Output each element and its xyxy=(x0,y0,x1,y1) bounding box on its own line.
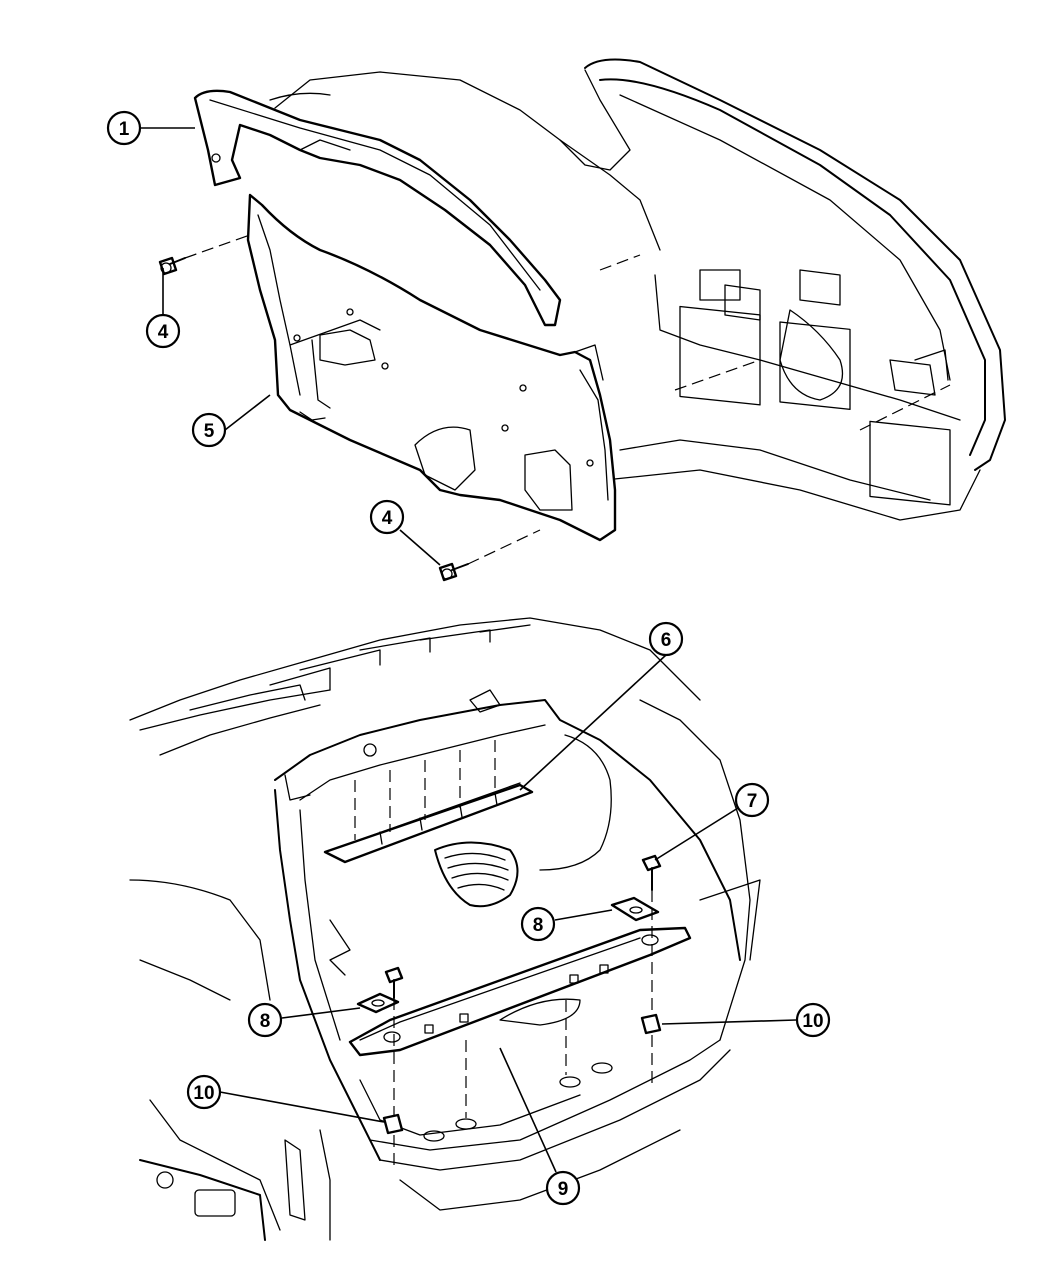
part-1-upper-trim-panel xyxy=(193,89,562,327)
callout-6-label: 6 xyxy=(661,630,672,651)
callout-5: 5 xyxy=(191,412,227,448)
callout-4-upper-label: 4 xyxy=(158,322,169,343)
part-5-liftgate-lower-trim-panel xyxy=(246,193,617,542)
callout-10-left-label: 10 xyxy=(193,1083,214,1104)
callout-9: 9 xyxy=(545,1170,581,1206)
callout-5-label: 5 xyxy=(204,421,215,442)
part-8-retainer-left xyxy=(356,992,400,1014)
assembly-lines-sill xyxy=(393,890,653,1165)
callout-7-label: 7 xyxy=(747,791,758,812)
callout-8-left-label: 8 xyxy=(260,1011,271,1032)
callout-9-label: 9 xyxy=(558,1179,569,1200)
part-4-screw-upper xyxy=(158,256,186,276)
part-9-rear-sill-scuff-plate xyxy=(348,926,692,1057)
callout-4-lower: 4 xyxy=(369,499,405,535)
callout-8-right: 8 xyxy=(520,906,556,942)
assembly-lines-header xyxy=(354,740,496,840)
callout-7: 7 xyxy=(734,782,770,818)
part-6-header-trim xyxy=(323,782,534,864)
assembly-lines-top xyxy=(184,234,951,565)
callout-6: 6 xyxy=(648,621,684,657)
callout-8-right-label: 8 xyxy=(533,915,544,936)
callout-10-right: 10 xyxy=(795,1002,831,1038)
part-4-screw-lower xyxy=(438,562,469,582)
part-10-clip xyxy=(382,1013,662,1135)
speaker-grille xyxy=(434,841,519,908)
callout-1-label: 1 xyxy=(119,119,130,140)
part-7-bolt xyxy=(384,854,662,999)
part-8-retainer-right xyxy=(610,896,660,922)
leader-lines xyxy=(140,127,797,1173)
vehicle-cargo-body xyxy=(129,617,761,1241)
callout-10-right-label: 10 xyxy=(802,1011,823,1032)
callout-4-lower-label: 4 xyxy=(382,508,393,529)
callout-4-upper: 4 xyxy=(145,313,181,349)
callout-1: 1 xyxy=(106,110,142,146)
callout-10-left: 10 xyxy=(186,1074,222,1110)
callout-8-left: 8 xyxy=(247,1002,283,1038)
